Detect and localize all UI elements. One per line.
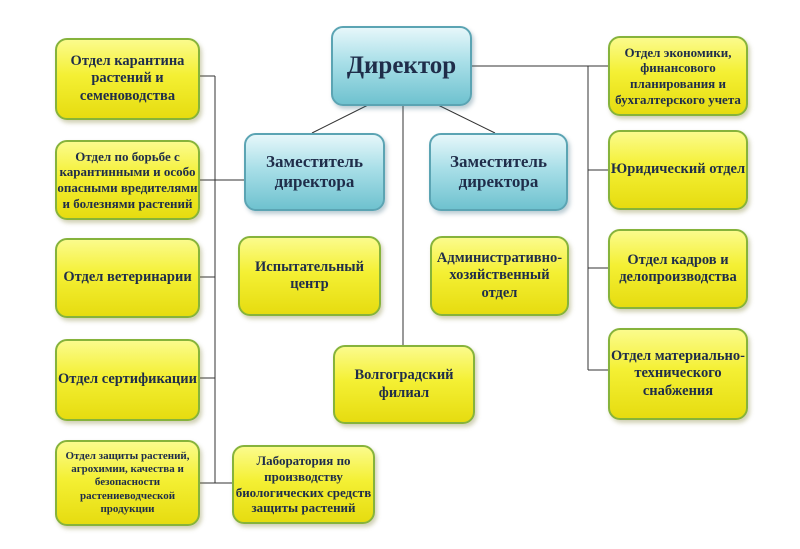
- department-label: Отдел защиты растений, агрохимии, качест…: [65, 450, 190, 515]
- deputy-director-box-left: Заместитель директора: [244, 133, 385, 211]
- director-label: Директор: [346, 52, 457, 79]
- department-label: Отдел ветеринарии: [63, 269, 192, 286]
- deputy-director-box-right: Заместитель директора: [429, 133, 568, 211]
- department-label: Отдел по борьбе с карантинными и особо о…: [57, 148, 198, 211]
- unit-label: Административно-хозяйственный отдел: [436, 249, 563, 301]
- unit-administrative-department: Административно-хозяйственный отдел: [430, 236, 569, 316]
- deputy-director-label: Заместитель директора: [450, 151, 547, 191]
- department-hr: Отдел кадров и делопроизводства: [608, 229, 748, 309]
- department-quarantine-pests: Отдел по борьбе с карантинными и особо о…: [55, 140, 200, 220]
- department-label: Отдел карантина растений и семеноводства: [70, 52, 185, 104]
- department-plant-protection: Отдел защиты растений, агрохимии, качест…: [55, 440, 200, 526]
- unit-label: Волгоградский филиал: [354, 367, 454, 401]
- unit-label: Испытательный центр: [255, 258, 364, 292]
- unit-label: Лаборатория по производству биологически…: [235, 453, 372, 516]
- department-legal: Юридический отдел: [608, 130, 748, 210]
- department-veterinary: Отдел ветеринарии: [55, 238, 200, 318]
- department-label: Отдел кадров и делопроизводства: [619, 251, 737, 285]
- unit-volgograd-branch: Волгоградский филиал: [333, 345, 475, 424]
- department-logistics: Отдел материально-технического снабжения: [608, 328, 748, 420]
- department-label: Юридический отдел: [610, 161, 746, 178]
- department-label: Отдел сертификации: [58, 371, 197, 388]
- deputy-director-label: Заместитель директора: [266, 151, 363, 191]
- unit-testing-center: Испытательный центр: [238, 236, 381, 316]
- unit-biological-lab: Лаборатория по производству биологически…: [232, 445, 375, 524]
- director-box: Директор: [331, 26, 472, 106]
- department-economics: Отдел экономики, финансового планировани…: [608, 36, 748, 116]
- department-label: Отдел материально-технического снабжения: [611, 347, 745, 399]
- department-label: Отдел экономики, финансового планировани…: [615, 44, 741, 107]
- connector-director-deputy-left: [311, 104, 369, 134]
- connector-director-deputy-right: [437, 104, 496, 134]
- department-plant-quarantine: Отдел карантина растений и семеноводства: [55, 38, 200, 120]
- department-certification: Отдел сертификации: [55, 339, 200, 421]
